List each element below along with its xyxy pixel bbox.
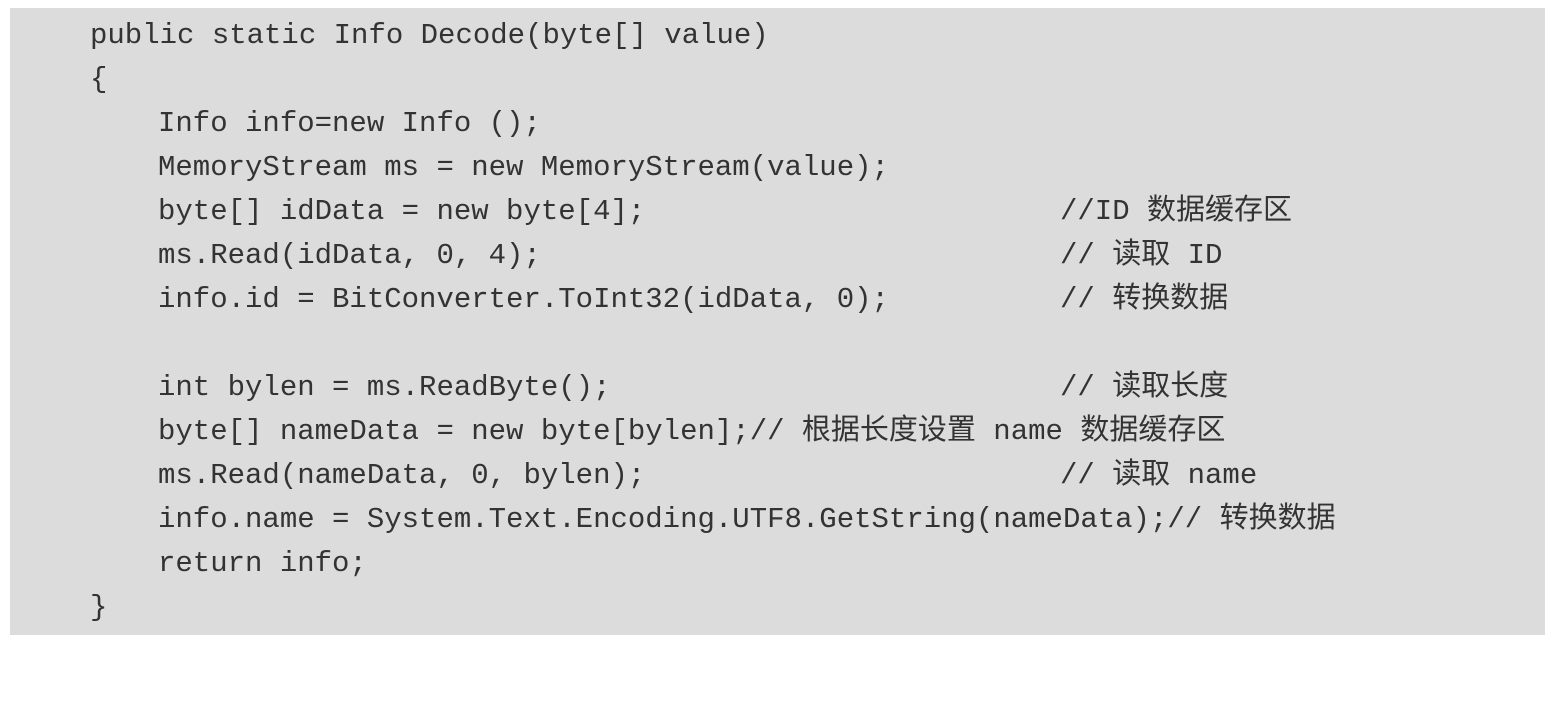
code-comment: // 转换数据 xyxy=(1060,283,1229,316)
code-line-1: public static Info Decode(byte[] value) xyxy=(10,14,769,58)
code-text: return info; xyxy=(158,547,367,580)
code-comment: // 读取 ID xyxy=(1060,239,1223,272)
code-text: } xyxy=(90,591,108,624)
code-line-11: ms.Read(nameData, 0, bylen); // 读取 name xyxy=(10,454,1257,498)
code-line-12: info.name = System.Text.Encoding.UTF8.Ge… xyxy=(10,498,1336,542)
code-text: Info info=new Info (); xyxy=(158,107,541,140)
code-line-8 xyxy=(10,322,80,366)
code-text: ms.Read(nameData, 0, bylen); xyxy=(158,459,646,492)
code-line-9: int bylen = ms.ReadByte(); // 读取长度 xyxy=(10,366,1228,410)
code-line-13: return info; xyxy=(10,542,367,586)
code-text: public static Info Decode(byte[] value) xyxy=(90,19,769,52)
code-line-5: byte[] idData = new byte[4]; //ID 数据缓存区 xyxy=(10,190,1292,234)
code-line-7: info.id = BitConverter.ToInt32(idData, 0… xyxy=(10,278,1228,322)
code-text: ms.Read(idData, 0, 4); xyxy=(158,239,541,272)
code-block: public static Info Decode(byte[] value) … xyxy=(10,8,1545,635)
code-text: info.name = System.Text.Encoding.UTF8.Ge… xyxy=(158,503,1336,536)
code-comment: // 读取长度 xyxy=(1060,371,1229,404)
code-line-4: MemoryStream ms = new MemoryStream(value… xyxy=(10,146,889,190)
code-text: int bylen = ms.ReadByte(); xyxy=(158,371,611,404)
code-text: { xyxy=(90,63,108,96)
code-text: byte[] nameData = new byte[bylen];// 根据长… xyxy=(158,415,1226,448)
code-text: info.id = BitConverter.ToInt32(idData, 0… xyxy=(158,283,889,316)
code-line-6: ms.Read(idData, 0, 4); // 读取 ID xyxy=(10,234,1222,278)
code-line-10: byte[] nameData = new byte[bylen];// 根据长… xyxy=(10,410,1225,454)
code-line-2: { xyxy=(10,58,107,102)
code-text: byte[] idData = new byte[4]; xyxy=(158,195,646,228)
code-line-14: } xyxy=(10,586,107,630)
code-comment: //ID 数据缓存区 xyxy=(1060,195,1293,228)
code-line-3: Info info=new Info (); xyxy=(10,102,541,146)
code-comment: // 读取 name xyxy=(1060,459,1258,492)
code-text: MemoryStream ms = new MemoryStream(value… xyxy=(158,151,889,184)
